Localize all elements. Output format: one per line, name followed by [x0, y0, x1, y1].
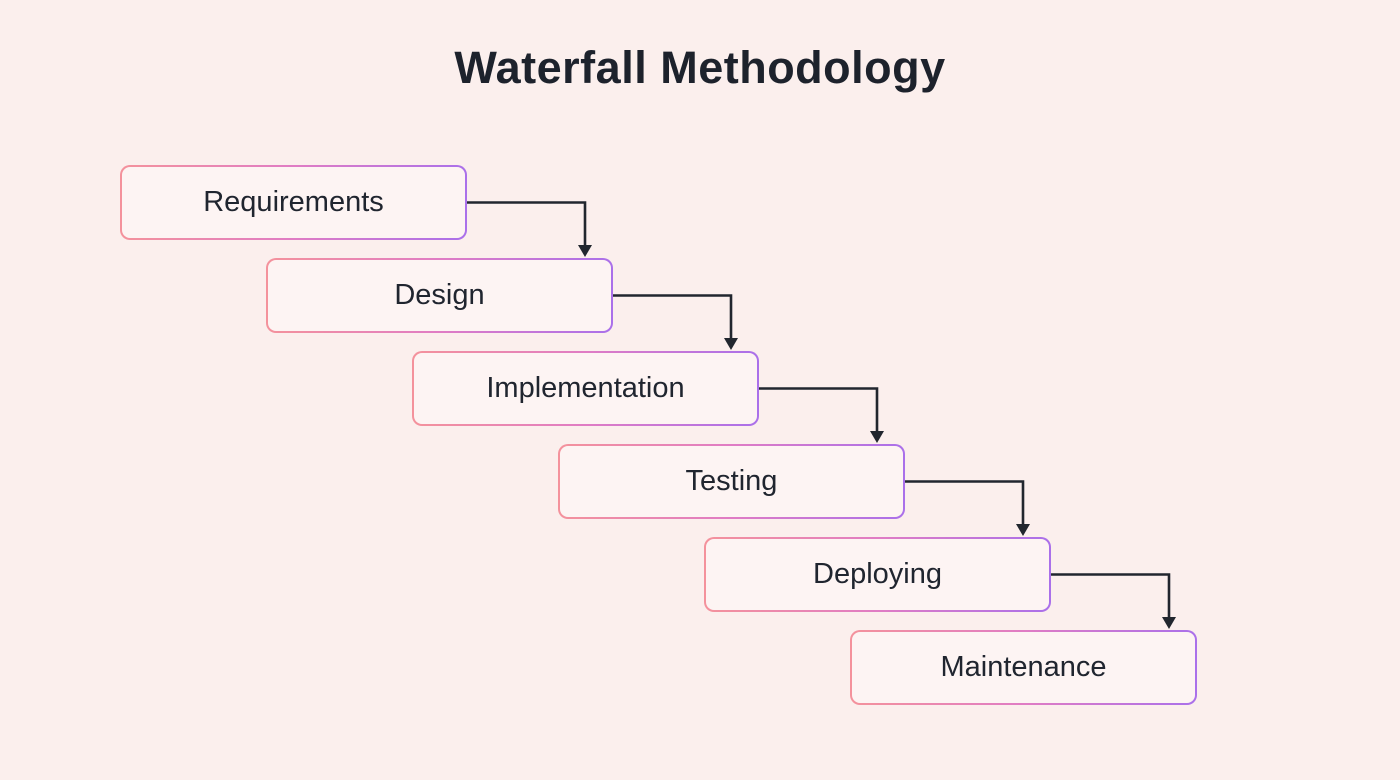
flow-step-testing: Testing — [558, 444, 905, 519]
flow-step-maintenance: Maintenance — [850, 630, 1197, 705]
flow-step-implementation: Implementation — [412, 351, 759, 426]
page-title: Waterfall Methodology — [454, 42, 946, 93]
flow-step-deploying: Deploying — [704, 537, 1051, 612]
flow-step-requirements: Requirements — [120, 165, 467, 240]
arrow-testing-to-deploying — [905, 480, 1030, 536]
flow-step-label: Maintenance — [940, 651, 1107, 683]
flow-step-label: Requirements — [203, 186, 384, 218]
flow-step-design: Design — [266, 258, 613, 333]
arrow-implementation-to-testing — [759, 387, 884, 443]
arrow-deploying-to-maintenance — [1051, 573, 1176, 629]
flow-step-label: Design — [394, 279, 485, 311]
flow-step-label: Deploying — [813, 558, 942, 590]
arrow-design-to-implementation — [613, 294, 738, 350]
flow-step-label: Implementation — [486, 372, 685, 404]
arrow-requirements-to-design — [467, 201, 592, 257]
flow-step-label: Testing — [685, 465, 778, 497]
